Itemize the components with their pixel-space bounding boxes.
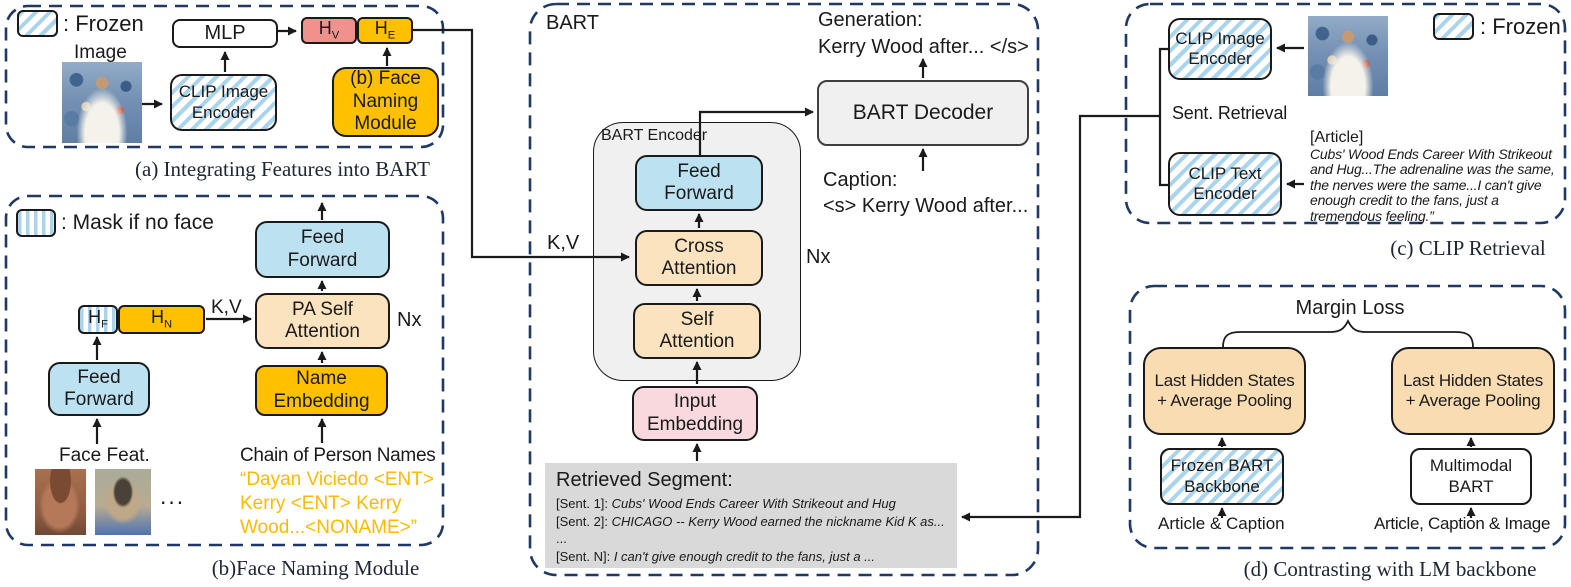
caption-b: (b)Face Naming Module [211,556,420,580]
nx-label-b: Nx [397,309,422,331]
mask-legend-label: : Mask if no face [61,211,214,234]
frozen-legend-swatch-a [17,10,58,37]
hf-box: HF [78,305,118,334]
article-caption-input-label: Article & Caption [1158,514,1285,533]
bart-decoder-box: BART Decoder [817,80,1029,146]
news-image-a [62,62,142,143]
clip-image-encoder-c-box: CLIP Image Encoder [1168,18,1272,80]
article-label: [Article] [1310,129,1364,146]
input-embedding-box: Input Embedding [632,386,758,441]
face-feat-label: Face Feat. [59,445,150,466]
name-embedding-box: Name Embedding [255,365,388,416]
retrieved-sentence-n: [Sent. N]: I can't give enough credit to… [556,548,876,564]
connector-sent-retrieval-to-retrieved [961,114,1160,522]
cross-attention-box: Cross Attention [635,230,763,286]
last-hidden-states-left-box: Last Hidden States + Average Pooling [1143,347,1306,435]
caption-text-mid: <s> Kerry Wood after... [823,195,1029,217]
retrieved-segment-title: Retrieved Segment: [556,469,733,491]
retrieved-segment-box: Retrieved Segment: [Sent. 1]: Cubs' Wood… [545,463,957,568]
frozen-legend-label-a: : Frozen [63,11,144,36]
margin-loss-label: Margin Loss [1295,297,1405,319]
sent-retrieval-label: Sent. Retrieval [1172,103,1288,123]
retrieved-sentence-2: [Sent. 2]: CHICAGO -- Kerry Wood earned … [556,513,945,529]
ellipsis-label: ... [160,483,186,509]
mask-legend-swatch [16,209,56,237]
caption-a: (a) Integrating Features into BART [135,157,430,181]
generation-label: Generation: [818,9,923,31]
frozen-bart-backbone-box: Frozen BART Backbone [1160,448,1284,505]
caption-c: (c) CLIP Retrieval [1390,236,1546,260]
clip-text-encoder-box: CLIP Text Encoder [1168,152,1282,216]
face-naming-module-box: (b) Face Naming Module [332,67,439,137]
caption-label-mid: Caption: [823,169,898,191]
feed-forward-top-b-box: Feed Forward [255,221,390,278]
face-photo-1 [35,469,86,535]
news-image-c [1308,16,1388,96]
multimodal-bart-box: Multimodal BART [1410,448,1532,505]
bart-encoder-label: BART Encoder [601,127,708,144]
retrieved-sentence-ellipsis: ... [556,531,567,546]
last-hidden-states-right-box: Last Hidden States + Average Pooling [1391,347,1555,435]
kv-label-mid: K,V [547,232,580,254]
self-attention-box: Self Attention [633,303,761,359]
generation-text: Kerry Wood after... </s> [818,36,1029,58]
chain-of-names-label: Chain of Person Names [240,445,436,466]
he-box: HE [357,17,413,44]
frozen-legend-label-c: : Frozen [1480,14,1561,39]
article-caption-image-input-label: Article, Caption & Image [1374,514,1551,533]
chain-of-names-text: “Dayan Viciedo <ENT> Kerry <ENT> Kerry W… [240,469,434,538]
frozen-legend-swatch-c [1433,13,1474,40]
kv-label-b: K,V [211,297,242,318]
pa-self-attention-box: PA Self Attention [255,293,390,349]
feed-forward-bottom-b-box: Feed Forward [48,362,150,416]
feed-forward-mid-box: Feed Forward [635,155,763,211]
margin-loss-brace [1222,318,1474,348]
image-label: Image [74,42,127,63]
hv-box: HV [301,17,357,44]
connector-clip-encoders-join [1158,47,1168,187]
nx-label-mid: Nx [806,246,831,268]
hn-box: HN [118,305,205,334]
retrieved-sentence-1: [Sent. 1]: Cubs' Wood Ends Career With S… [556,496,896,511]
caption-d: (d) Contrasting with LM backbone [1243,557,1537,581]
mlp-box: MLP [172,19,278,48]
bart-title: BART [546,12,599,34]
face-photo-2 [95,469,151,535]
clip-image-encoder-a-box: CLIP Image Encoder [170,74,277,131]
article-text: Cubs' Wood Ends Career With Strikeout an… [1310,146,1555,224]
